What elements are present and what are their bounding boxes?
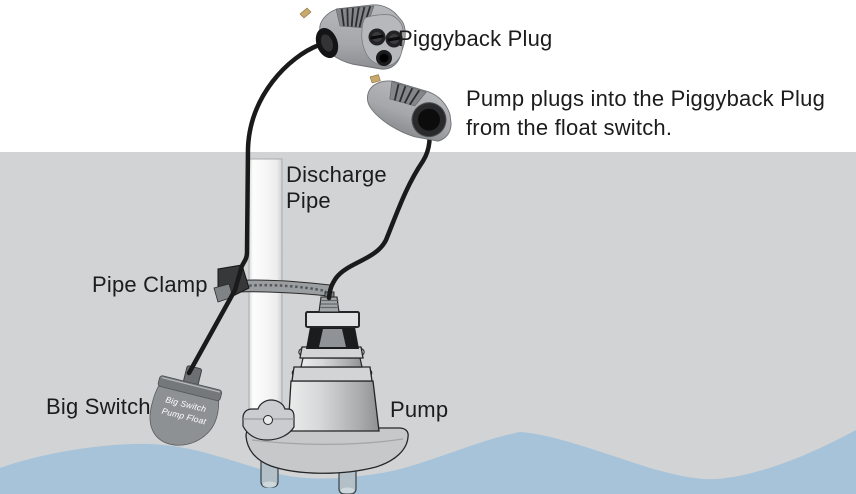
float-collar-highlight bbox=[161, 376, 221, 393]
pump-power-cord bbox=[326, 119, 432, 301]
pump-cap bbox=[305, 311, 360, 328]
plug-vent-grille bbox=[389, 81, 427, 107]
plug-outlet-left bbox=[368, 28, 386, 46]
pump-motor-body bbox=[287, 380, 380, 432]
pump-upper-cylinder bbox=[300, 357, 363, 368]
pump-flange-lower bbox=[291, 366, 373, 382]
water bbox=[0, 430, 856, 494]
plug-cord-boot bbox=[411, 102, 447, 138]
pump-base-rim bbox=[251, 438, 404, 445]
pump-illustration bbox=[242, 291, 409, 494]
label-discharge-pipe: Discharge Pipe bbox=[286, 162, 387, 214]
plug-prong bbox=[299, 7, 312, 19]
label-pipe-clamp: Pipe Clamp bbox=[92, 272, 208, 297]
plug-outlet-right bbox=[385, 30, 403, 48]
label-pump: Pump bbox=[390, 397, 449, 422]
pump-seal-band bbox=[306, 327, 359, 349]
label-piggyback-plug: Piggyback Plug bbox=[398, 26, 553, 51]
pump-plug-illustration bbox=[366, 74, 452, 142]
pit-wall bbox=[0, 152, 856, 494]
label-caption: Pump plugs into the Piggyback Plug from … bbox=[466, 86, 826, 141]
plug-cord-grommet bbox=[315, 27, 339, 59]
clamp-band-perforations bbox=[233, 283, 327, 293]
pump-inlet-bracket bbox=[242, 399, 295, 441]
plug-prong bbox=[369, 74, 381, 84]
label-big-switch: Big Switch bbox=[46, 394, 151, 419]
plug-outlet-bottom bbox=[376, 50, 392, 66]
float-switch: Big Switch Pump Float bbox=[149, 365, 223, 446]
piggyback-plug-illustration bbox=[299, 4, 406, 70]
float-body bbox=[149, 385, 220, 446]
float-switch-cable bbox=[186, 42, 322, 376]
